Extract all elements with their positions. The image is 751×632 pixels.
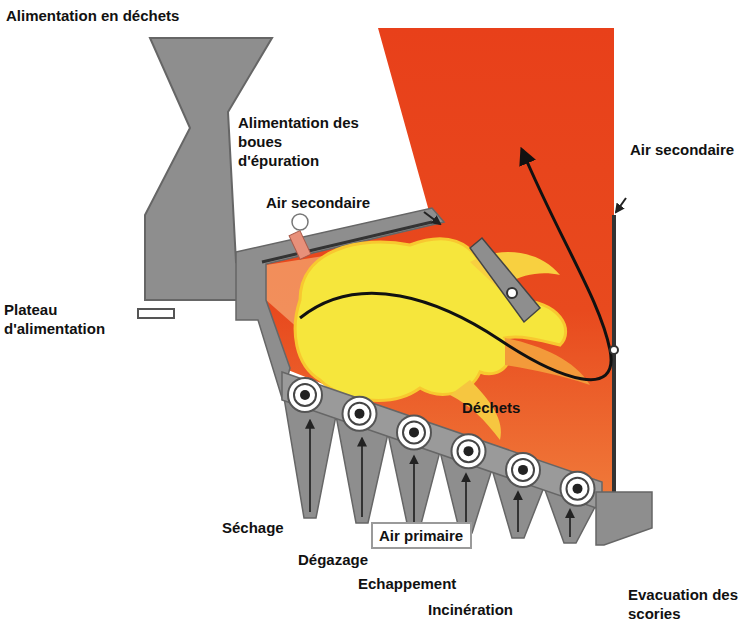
sensor-dot xyxy=(507,288,517,298)
grate-roller-ring xyxy=(349,403,371,425)
primary-air-arrow xyxy=(309,421,311,512)
air-arrow xyxy=(424,212,440,224)
slag-label: Evacuation des scories xyxy=(628,585,746,623)
grate-roller xyxy=(452,434,486,468)
air-label: Air secondaire xyxy=(266,193,370,212)
feed-label: Alimentation en déchets xyxy=(6,6,179,25)
sludge-nozzle-cap xyxy=(292,214,308,230)
primary-air-arrow xyxy=(569,510,571,537)
grate-roller-hub xyxy=(518,465,528,475)
grate-roller-ring xyxy=(512,459,534,481)
gas-flow-line xyxy=(300,150,611,380)
grate-roller xyxy=(561,472,595,506)
baffle xyxy=(470,238,540,322)
grate-roller-hub xyxy=(300,390,310,400)
zone-label: Incinération xyxy=(428,600,513,619)
grate-roller xyxy=(288,378,322,412)
primary-air-arrow xyxy=(413,456,415,522)
grate xyxy=(282,372,602,510)
box-text: Air primaire xyxy=(379,526,464,545)
sludge-nozzle xyxy=(289,231,311,260)
primary-air-arrow xyxy=(517,492,519,532)
grate-roller-ring xyxy=(403,421,425,443)
feed-plateau xyxy=(138,309,174,318)
zone-label: Dégazage xyxy=(298,550,368,569)
grate-roller-hub xyxy=(464,446,474,456)
sensor-dot xyxy=(610,346,618,354)
zone-label: Déchets xyxy=(462,398,520,417)
grate-roller-ring xyxy=(294,384,316,406)
air-arrow xyxy=(616,198,626,212)
grate-roller-hub xyxy=(573,484,583,494)
flame xyxy=(295,239,565,401)
plateau-label: Plateau d'alimentation xyxy=(4,300,136,338)
grate-roller xyxy=(506,453,540,487)
grate-roller xyxy=(343,397,377,431)
slag-exit xyxy=(596,492,652,545)
sludge-feed-label: Alimentation des boues d'épuration xyxy=(238,113,363,170)
zone-label: Echappement xyxy=(358,574,456,593)
primary-air-arrow xyxy=(361,439,363,517)
primary-air-box: Air primaire xyxy=(371,522,472,549)
zone-label: Séchage xyxy=(222,518,284,537)
shaft-wall xyxy=(612,215,616,500)
grate-roller-hub xyxy=(409,427,419,437)
grate-roller-ring xyxy=(567,478,589,500)
grate-roller-hub xyxy=(355,409,365,419)
primary-air-arrow xyxy=(465,474,467,527)
air-label: Air secondaire xyxy=(630,140,734,159)
grate-roller xyxy=(397,415,431,449)
grate-roller-ring xyxy=(458,440,480,462)
